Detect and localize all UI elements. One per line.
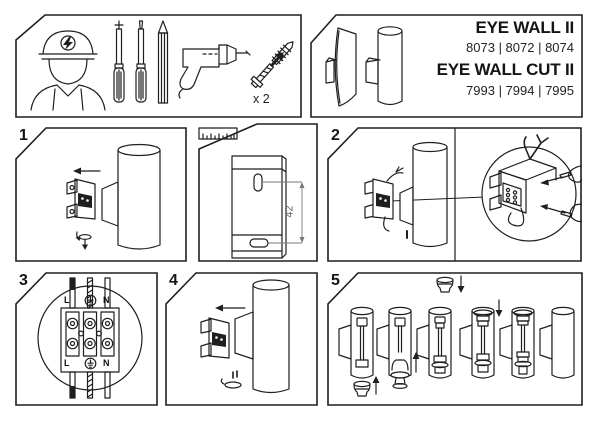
mounting-plate-icon [364,166,404,232]
earth-icon [84,357,97,370]
step-2-number: 2 [331,127,340,144]
product2-codes: 7993 | 7994 | 7995 [466,83,574,98]
step-2-panel: 2 [327,127,582,262]
step-1-number: 1 [19,127,28,144]
product2-name: EYE WALL CUT II [436,60,575,79]
neutral-label-bottom: N [103,358,110,368]
wiring-detail-magnifier [481,134,582,242]
tube-step-insert-bottom-bulb [338,306,380,397]
step-4-number: 4 [169,272,178,289]
mounting-plate-icon [66,178,96,220]
live-label-top: L [64,295,70,305]
step-5-number: 5 [331,272,340,289]
electrician-icon [30,30,106,111]
gu10-bulb-icon [436,275,465,293]
drill-icon [178,44,251,99]
dimension-42 [262,181,305,244]
cylinder-wall-lamp-icon [365,26,403,106]
tools-panel: x 2 [15,14,302,118]
flat-screwdriver-icon [135,20,147,103]
hole-spacing-value: 42 [283,205,296,218]
step-3-number: 3 [19,272,28,289]
locking-screw-icon [75,231,92,250]
step4-illustration [200,279,290,394]
step-1-panel: 1 [15,127,187,262]
step5-illustration [338,275,575,397]
step1-illustration [66,143,161,250]
step-3-panel: 3 L N L N [15,272,158,406]
tube-step-bulb-entering-bottom [376,306,420,389]
step-4-panel: 4 [165,272,318,406]
mounting-plate-icon [200,317,230,359]
phillips-screwdriver-icon [113,20,125,103]
locking-screw-icon [220,370,242,389]
tube-step-rod-ready [416,306,452,379]
tube-step-bulb-entering-top [459,299,503,379]
ruler-icon [198,127,238,140]
title-panel: EYE WALL II 8073 | 8072 | 8074 EYE WALL … [310,14,583,118]
tube-step-finished [539,306,575,379]
screw-and-wall-plug-icon [250,41,294,89]
anchor-quantity-label: x 2 [253,92,270,106]
live-label-bottom: L [64,358,70,368]
terminal-block-diagram [37,277,143,399]
step2-illustration [364,134,582,248]
neutral-label-top: N [103,295,110,305]
carpenter-pencil-icon [157,20,169,104]
step-5-panel: 5 [327,272,583,406]
drill-template-panel: 42 [198,123,318,262]
product1-codes: 8073 | 8072 | 8074 [466,40,574,55]
earth-icon [84,294,97,307]
mounting-plate-template [231,155,287,259]
product1-name: EYE WALL II [475,18,574,37]
tube-step-assembled [499,306,535,379]
cut-wall-lamp-icon [325,27,357,107]
